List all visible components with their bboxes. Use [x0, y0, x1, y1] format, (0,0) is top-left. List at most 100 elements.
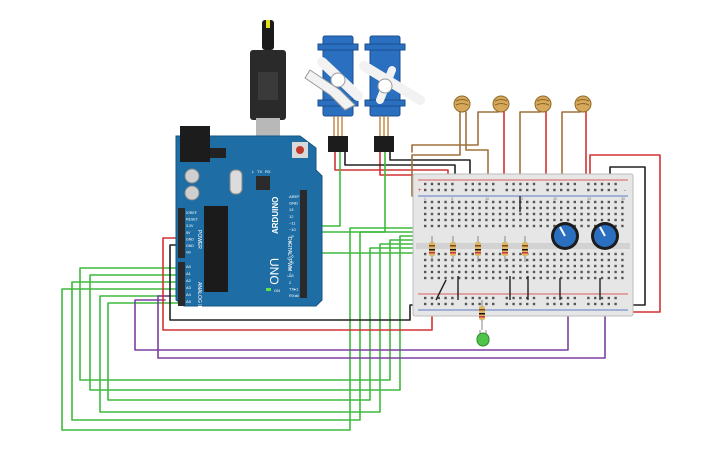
- resistor-4[interactable]: [522, 236, 528, 262]
- breadboard-hole[interactable]: [430, 224, 434, 228]
- breadboard-hole[interactable]: [614, 252, 617, 256]
- breadboard-hole[interactable]: [471, 264, 474, 268]
- breadboard-hole[interactable]: [526, 270, 529, 274]
- breadboard-hole[interactable]: [566, 206, 570, 210]
- breadboard-hole[interactable]: [451, 206, 454, 210]
- breadboard-hole[interactable]: [437, 258, 440, 262]
- breadboard-hole[interactable]: [458, 258, 461, 262]
- breadboard-hole[interactable]: [464, 276, 468, 280]
- breadboard-hole[interactable]: [573, 264, 576, 268]
- breadboard-hole[interactable]: [539, 276, 542, 280]
- breadboard-hole[interactable]: [580, 270, 583, 274]
- breadboard-hole[interactable]: [614, 302, 617, 306]
- breadboard-hole[interactable]: [587, 302, 590, 306]
- breadboard-hole[interactable]: [512, 224, 515, 228]
- breadboard-hole[interactable]: [539, 224, 542, 228]
- breadboard-hole[interactable]: [546, 218, 549, 222]
- breadboard-hole[interactable]: [573, 276, 576, 280]
- breadboard-hole[interactable]: [512, 270, 515, 274]
- breadboard-hole[interactable]: [587, 252, 590, 256]
- breadboard-hole[interactable]: [546, 296, 549, 300]
- breadboard-hole[interactable]: [424, 252, 427, 256]
- breadboard-hole[interactable]: [498, 206, 502, 210]
- breadboard-hole[interactable]: [478, 200, 481, 204]
- breadboard-hole[interactable]: [566, 296, 570, 300]
- breadboard-hole[interactable]: [587, 218, 590, 222]
- breadboard-hole[interactable]: [444, 182, 447, 186]
- breadboard-hole[interactable]: [512, 218, 515, 222]
- breadboard-hole[interactable]: [512, 188, 515, 192]
- breadboard-hole[interactable]: [546, 224, 549, 228]
- breadboard-hole[interactable]: [458, 276, 461, 280]
- resistor-6-led[interactable]: [479, 300, 485, 330]
- breadboard-hole[interactable]: [430, 276, 434, 280]
- breadboard-hole[interactable]: [512, 276, 515, 280]
- breadboard-hole[interactable]: [505, 188, 508, 192]
- power-header[interactable]: [178, 208, 185, 258]
- breadboard-hole[interactable]: [587, 224, 590, 228]
- breadboard-hole[interactable]: [580, 212, 583, 216]
- breadboard-hole[interactable]: [519, 264, 522, 268]
- breadboard-hole[interactable]: [539, 212, 542, 216]
- potentiometer-1[interactable]: [551, 222, 579, 250]
- breadboard-hole[interactable]: [464, 218, 468, 222]
- breadboard-hole[interactable]: [553, 182, 556, 186]
- breadboard-hole[interactable]: [444, 224, 447, 228]
- breadboard-hole[interactable]: [430, 200, 434, 204]
- breadboard-hole[interactable]: [607, 276, 610, 280]
- breadboard-hole[interactable]: [607, 218, 610, 222]
- breadboard-hole[interactable]: [444, 200, 447, 204]
- breadboard-hole[interactable]: [464, 212, 468, 216]
- breadboard-hole[interactable]: [444, 188, 447, 192]
- breadboard-hole[interactable]: [464, 296, 468, 300]
- breadboard-hole[interactable]: [553, 218, 556, 222]
- breadboard-hole[interactable]: [458, 206, 461, 210]
- breadboard-hole[interactable]: [566, 212, 570, 216]
- breadboard-hole[interactable]: [560, 276, 563, 280]
- breadboard-hole[interactable]: [546, 264, 549, 268]
- breadboard-hole[interactable]: [519, 252, 522, 256]
- breadboard-hole[interactable]: [492, 188, 495, 192]
- breadboard-hole[interactable]: [485, 258, 488, 262]
- breadboard-hole[interactable]: [566, 276, 570, 280]
- breadboard-hole[interactable]: [594, 182, 597, 186]
- led-green[interactable]: [476, 330, 490, 347]
- breadboard-hole[interactable]: [492, 206, 495, 210]
- wire-black-servo1[interactable]: [344, 149, 456, 181]
- breadboard-hole[interactable]: [532, 258, 536, 262]
- breadboard-hole[interactable]: [553, 296, 556, 300]
- breadboard-hole[interactable]: [560, 206, 563, 210]
- breadboard-hole[interactable]: [492, 258, 495, 262]
- breadboard-hole[interactable]: [594, 296, 597, 300]
- potentiometer-2[interactable]: [591, 222, 619, 250]
- breadboard-hole[interactable]: [621, 218, 624, 222]
- breadboard-hole[interactable]: [451, 212, 454, 216]
- breadboard-hole[interactable]: [498, 252, 502, 256]
- breadboard-hole[interactable]: [430, 270, 434, 274]
- breadboard-hole[interactable]: [614, 224, 617, 228]
- breadboard-hole[interactable]: [546, 206, 549, 210]
- breadboard-hole[interactable]: [424, 270, 427, 274]
- breadboard-hole[interactable]: [532, 224, 536, 228]
- breadboard-hole[interactable]: [485, 276, 488, 280]
- breadboard-hole[interactable]: [451, 258, 454, 262]
- breadboard-hole[interactable]: [539, 218, 542, 222]
- breadboard-hole[interactable]: [532, 302, 536, 306]
- breadboard-hole[interactable]: [532, 182, 536, 186]
- breadboard-hole[interactable]: [519, 224, 522, 228]
- breadboard-hole[interactable]: [594, 264, 597, 268]
- breadboard-hole[interactable]: [614, 258, 617, 262]
- breadboard-hole[interactable]: [512, 206, 515, 210]
- breadboard-hole[interactable]: [478, 258, 481, 262]
- analog-header[interactable]: [178, 262, 185, 306]
- breadboard-hole[interactable]: [478, 206, 481, 210]
- arduino-board[interactable]: ARDUINO UNO DIGITAL (PWM ~) POWER ANALOG…: [175, 126, 323, 310]
- breadboard-hole[interactable]: [471, 276, 474, 280]
- breadboard-hole[interactable]: [573, 224, 576, 228]
- breadboard-hole[interactable]: [594, 206, 597, 210]
- breadboard-hole[interactable]: [607, 264, 610, 268]
- breadboard-hole[interactable]: [430, 264, 434, 268]
- breadboard-hole[interactable]: [532, 206, 536, 210]
- breadboard-hole[interactable]: [526, 212, 529, 216]
- breadboard-hole[interactable]: [471, 224, 474, 228]
